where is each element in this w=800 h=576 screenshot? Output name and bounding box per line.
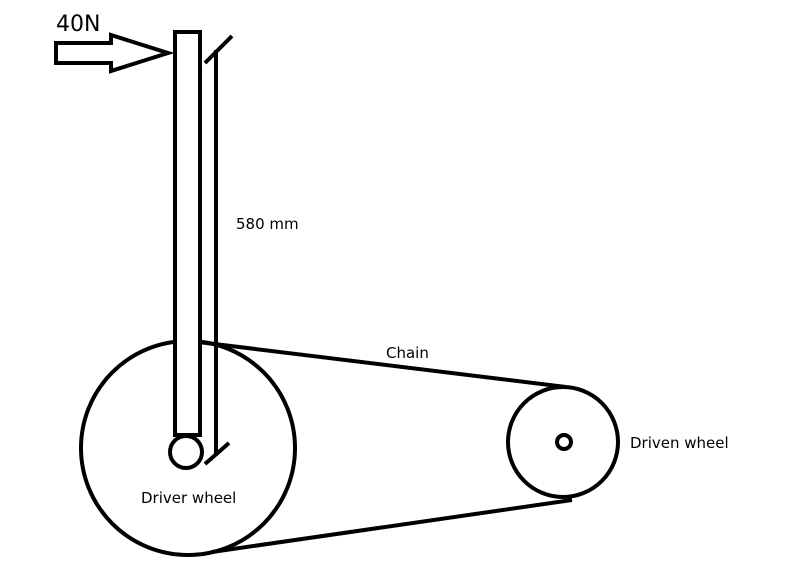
chain-bottom <box>211 498 573 554</box>
driven-hub <box>555 433 573 451</box>
chain-top <box>189 339 567 389</box>
length-label: 580 mm <box>236 215 299 233</box>
dimension-tick-top <box>203 34 234 65</box>
driven-wheel-label: Driven wheel <box>630 434 729 452</box>
force-arrow-icon <box>54 32 175 74</box>
crank-arm <box>173 30 202 437</box>
driver-hub <box>168 434 204 470</box>
dimension-tick-bottom <box>203 441 231 466</box>
driver-wheel-label: Driver wheel <box>141 489 237 507</box>
force-label: 40N <box>56 12 101 37</box>
chain-label: Chain <box>386 344 429 362</box>
